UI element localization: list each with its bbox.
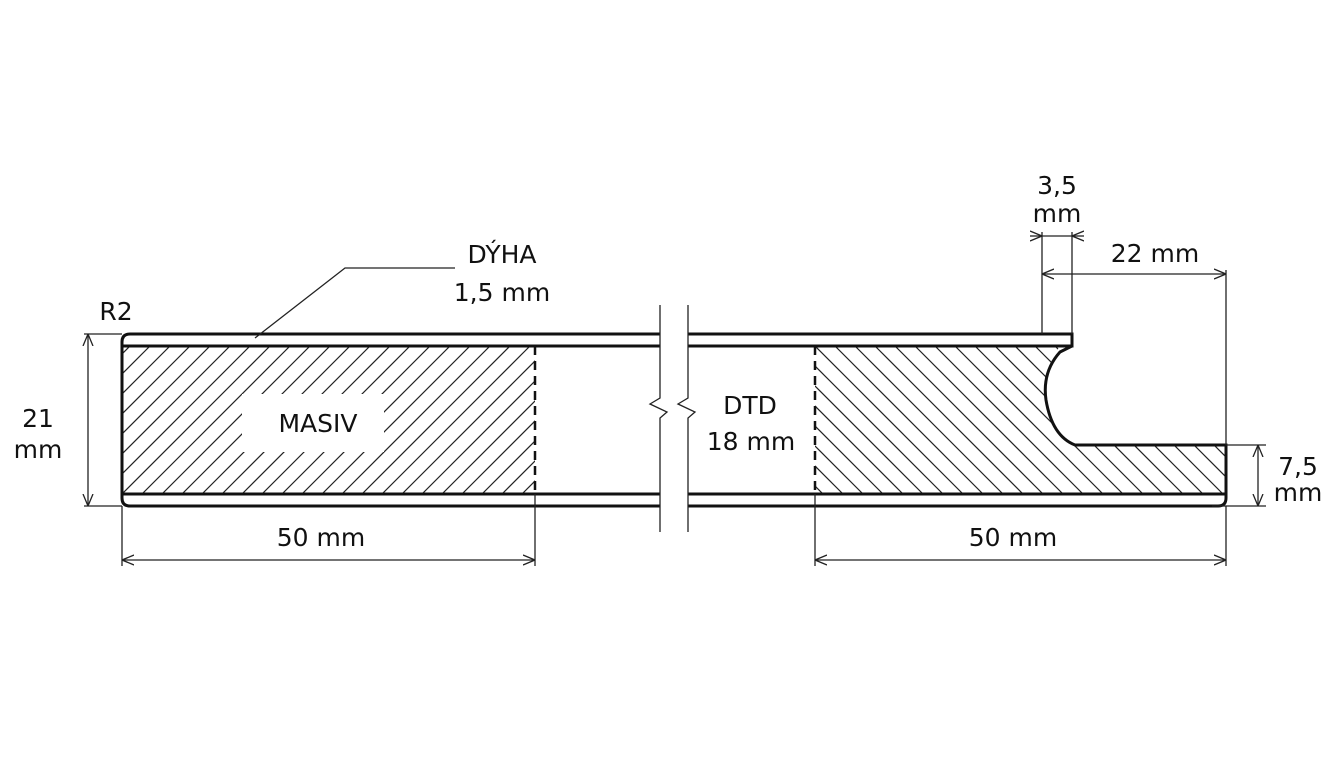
hatch-line — [521, 480, 535, 494]
step-value: 7,5 — [1278, 452, 1318, 481]
lip-value: 3,5 — [1037, 171, 1077, 200]
hatch-line — [894, 346, 1044, 494]
top-veneer — [120, 332, 660, 348]
solid-wood-label: MASIV — [278, 409, 357, 438]
hatch-line — [815, 346, 904, 494]
hatch-line — [1094, 346, 1226, 494]
hatch-line — [815, 346, 964, 494]
left-width-label: 50 mm — [277, 523, 365, 552]
hatch-line — [321, 346, 471, 494]
hatch-line — [361, 346, 511, 494]
hatch-line — [122, 346, 151, 375]
hatch-line — [874, 346, 1024, 494]
chipboard-hatching — [815, 346, 1226, 494]
hatch-line — [994, 346, 1144, 494]
masiv-label-background — [242, 394, 384, 452]
height-unit: mm — [14, 435, 63, 464]
hatch-line — [954, 346, 1104, 494]
hatch-line — [401, 360, 535, 494]
height-value: 21 — [22, 404, 54, 433]
hatch-line — [815, 346, 944, 494]
hatch-line — [481, 440, 535, 494]
height-extension-lines — [84, 333, 122, 507]
hatch-line — [854, 346, 1004, 494]
veneer-label: DÝHA — [467, 240, 536, 269]
hatch-line — [815, 346, 824, 494]
grip-extension-lines — [1041, 232, 1227, 445]
lip-unit: mm — [1033, 199, 1082, 228]
bottom-veneer-right-and-grip — [688, 344, 1228, 508]
break-gap — [661, 305, 687, 533]
solid-wood-hatching — [0, 346, 830, 494]
hatch-line — [815, 346, 924, 494]
hatch-line — [1034, 346, 1184, 494]
board-label: DTD — [723, 391, 777, 420]
hatch-line — [441, 400, 535, 494]
board-thickness-label: 18 mm — [707, 427, 795, 456]
hatch-line — [914, 346, 1064, 494]
hatch-line — [501, 460, 535, 494]
top-veneer-right — [688, 332, 1074, 348]
hatch-line — [122, 346, 211, 435]
right-width-extension-lines — [814, 494, 1227, 566]
hatch-line — [122, 346, 131, 355]
hatch-line — [0, 346, 110, 494]
veneer-leader-line — [254, 267, 455, 339]
hatch-line — [974, 346, 1124, 494]
hatch-line — [461, 420, 535, 494]
hatch-line — [815, 346, 884, 494]
hatch-line — [1134, 346, 1226, 494]
break-symbol — [648, 305, 697, 532]
hatch-line — [341, 346, 491, 494]
hatch-line — [1114, 346, 1226, 494]
hatch-line — [421, 380, 535, 494]
hatch-line — [122, 346, 271, 494]
hatch-line — [582, 346, 730, 494]
veneer-thickness-label: 1,5 mm — [454, 278, 550, 307]
hatch-line — [141, 346, 291, 494]
hatch-line — [381, 346, 531, 494]
hatch-line — [815, 346, 864, 494]
step-unit: mm — [1274, 478, 1323, 507]
hatch-line — [1014, 346, 1164, 494]
hatch-line — [934, 346, 1084, 494]
bottom-veneer-left — [120, 346, 660, 508]
hatch-line — [161, 346, 311, 494]
hatch-line — [122, 346, 171, 395]
hatch-line — [622, 346, 770, 494]
right-width-label: 50 mm — [969, 523, 1057, 552]
hatch-line — [682, 346, 830, 494]
grip-width-label: 22 mm — [1111, 239, 1199, 268]
hatch-line — [834, 346, 984, 494]
radius-label: R2 — [99, 297, 132, 326]
hatch-line — [122, 346, 231, 455]
hatch-line — [1074, 346, 1224, 494]
hatch-line — [122, 346, 251, 475]
hatch-line — [815, 346, 844, 494]
hatch-line — [1054, 346, 1204, 494]
hatch-line — [122, 346, 191, 415]
